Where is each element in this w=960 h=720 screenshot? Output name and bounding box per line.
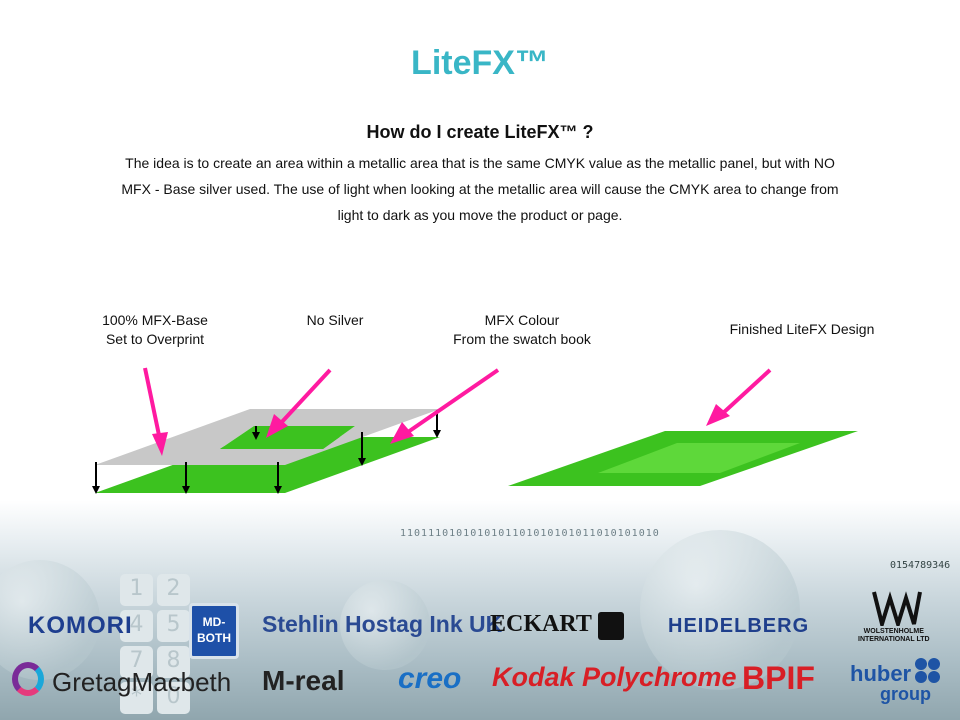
- keypad-key: 4: [120, 610, 153, 642]
- binary-digits: 1101110101010101101010101011010101010: [400, 528, 660, 539]
- creo-logo: creo: [398, 662, 462, 695]
- pointer-arrow-mfx-colour: [406, 368, 500, 434]
- kodak-polychrome-logo: Kodak Polychrome: [492, 662, 737, 692]
- huber-logo-line2: group: [880, 684, 931, 704]
- huber-dots-icon: [915, 658, 941, 684]
- footer-background: 1101110101010101101010101011010101010 01…: [0, 500, 960, 720]
- md-both-logo: MD- BOTH: [189, 603, 239, 659]
- layer-diagram: [92, 367, 858, 494]
- stehlin-hostag-logo: Stehlin Hostag Ink UK: [262, 611, 503, 637]
- label-mfx-colour-line1: MFX Colour: [484, 312, 560, 328]
- pointer-arrowhead: [390, 422, 414, 444]
- silver-frame-plane: [95, 409, 440, 465]
- keypad-graphic: 1 2 4 5 7 8 * 0: [120, 574, 190, 714]
- pointer-arrow-no-silver: [278, 368, 332, 426]
- md-both-logo-line1: MD-: [202, 615, 226, 629]
- bpif-logo: BPIF: [742, 660, 815, 696]
- eckart-mark-icon: [598, 612, 624, 640]
- label-mfx-base-line1: 100% MFX-Base: [102, 312, 208, 328]
- label-mfx-base-line2: Set to Overprint: [105, 331, 205, 347]
- keypad-key: 7: [120, 646, 153, 678]
- pointer-arrowhead: [266, 414, 288, 438]
- decorative-sphere: [0, 560, 100, 680]
- huber-group-logo: huber group: [850, 661, 931, 705]
- description-line: light to dark as you move the product or…: [337, 207, 623, 223]
- wolstenholme-logo: WOLSTENHOLME INTERNATIONAL LTD: [858, 628, 930, 644]
- description-paragraph: The idea is to create an area within a m…: [60, 150, 900, 228]
- pointer-arrow-mfx-base: [143, 367, 162, 441]
- description-line: MFX - Base silver used. The use of light…: [121, 181, 839, 197]
- pointer-arrowhead: [152, 432, 168, 456]
- finished-inner-panel: [598, 443, 800, 473]
- phone-digits: 0154789346: [890, 560, 951, 571]
- gretag-ring-icon: [12, 662, 44, 696]
- label-mfx-base: 100% MFX-Base Set to Overprint: [80, 311, 230, 349]
- pointer-arrowhead: [706, 404, 730, 426]
- wolstenholme-logo-line1: WOLSTENHOLME: [863, 628, 924, 635]
- huber-logo-line1: huber: [850, 661, 912, 686]
- no-silver-panel: [220, 426, 355, 449]
- keypad-key: 8: [157, 646, 190, 678]
- komori-logo: KOMORI: [28, 612, 133, 639]
- m-real-logo: M-real: [262, 665, 345, 696]
- md-both-logo-line2: BOTH: [197, 631, 231, 645]
- keypad-key: 1: [120, 574, 153, 606]
- heidelberg-logo: HEIDELBERG: [668, 615, 810, 637]
- label-no-silver: No Silver: [306, 312, 364, 328]
- decorative-sphere: [640, 530, 800, 690]
- pointer-arrow-finished: [720, 368, 772, 416]
- wolstenholme-mark-icon: [872, 591, 922, 626]
- wolstenholme-logo-line2: INTERNATIONAL LTD: [858, 636, 930, 643]
- gretagmacbeth-logo: GretagMacbeth: [52, 667, 232, 697]
- keypad-key: *: [120, 682, 153, 714]
- label-finished-design: Finished LiteFX Design: [729, 321, 875, 337]
- description-line: The idea is to create an area within a m…: [125, 155, 835, 171]
- section-heading: How do I create LiteFX™ ?: [366, 122, 594, 142]
- decorative-sphere: [340, 580, 430, 670]
- eckart-logo: ECKART: [490, 611, 592, 637]
- keypad-key: 0: [157, 682, 190, 714]
- keypad-key: 5: [157, 610, 190, 642]
- pointer-arrows: [143, 367, 772, 456]
- page-title: LiteFX™: [411, 44, 549, 82]
- keypad-key: 2: [157, 574, 190, 606]
- label-mfx-colour-line2: From the swatch book: [453, 331, 591, 347]
- label-mfx-colour: MFX Colour From the swatch book: [432, 311, 612, 349]
